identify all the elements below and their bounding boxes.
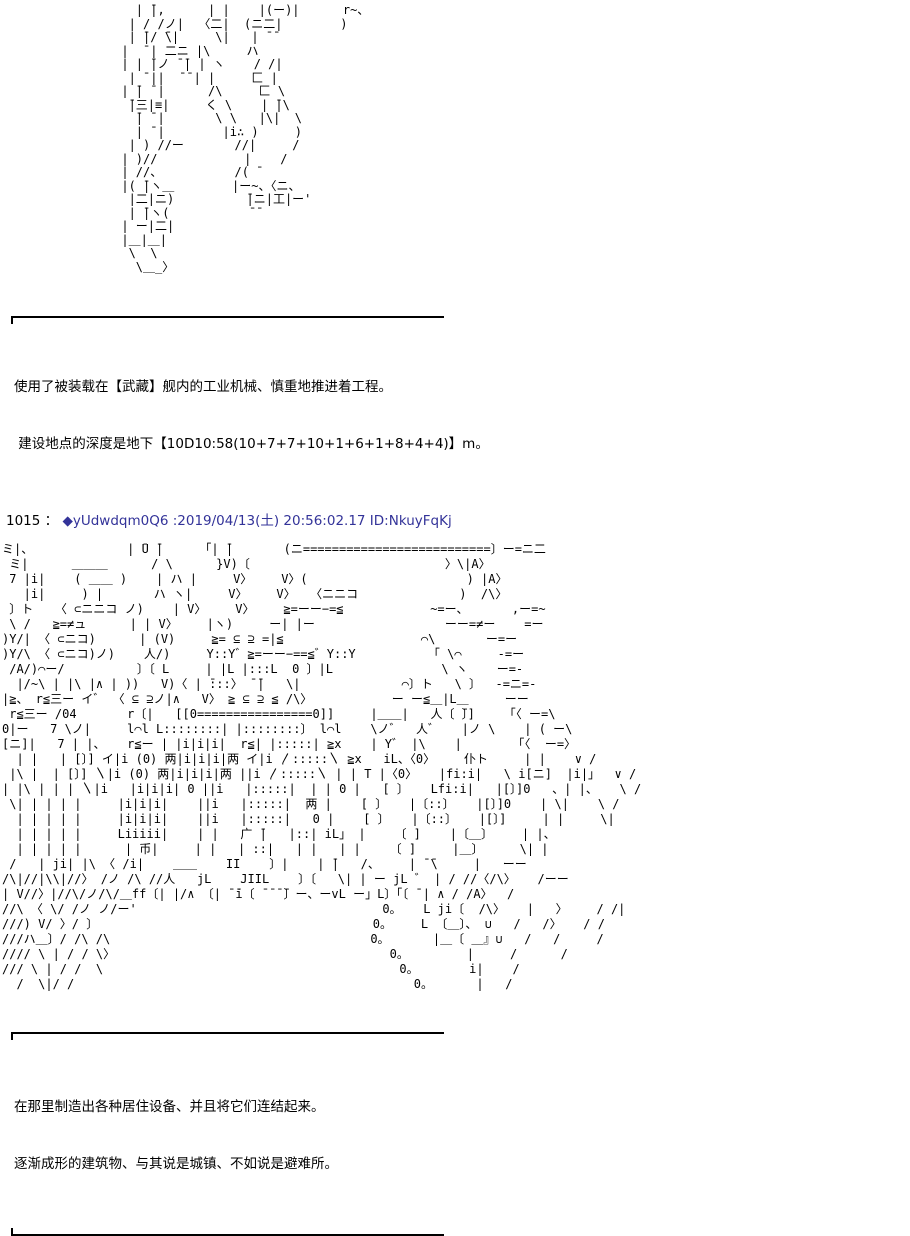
narration-block-2: 在那里制造出各种居住设备、并且将它们连结起来。 逐渐成形的建筑物、与其说是城镇、… (14, 1060, 910, 1212)
post-header: 1015 ： ◆yUdwdqm0Q6 :2019/04/13(土) 20:56:… (6, 512, 910, 530)
post-colon: ： (40, 513, 63, 529)
separator-bottom (11, 1228, 444, 1236)
ascii-art-settlement: ミ|、 | ̄U ̄| 「| ̄| (ニ====================… (2, 542, 642, 991)
narration-line-2: 建设地点的深度是地下【10D10:58(10+7+7+10+1+6+1+8+4+… (14, 436, 489, 452)
narration-block-1: 使用了被装载在【武藏】舰内的工业机械、慎重地推进着工程。 建设地点的深度是地下【… (14, 340, 910, 492)
ascii-art-mecha: | ̄|, | | |(ー)| r~、 | / /ノ| 〈二| (ニ二| ) |… (121, 3, 370, 274)
narration-line-1: 使用了被装载在【武藏】舰内的工业机械、慎重地推进着工程。 (14, 379, 392, 395)
post-number: 1015 (6, 513, 41, 529)
poster-tripcode: ◆yUdwdqm0Q6 (62, 513, 169, 529)
narration-line-2: 逐渐成形的建筑物、与其说是城镇、不如说是避难所。 (14, 1156, 338, 1172)
narration-line-1: 在那里制造出各种居住设备、并且将它们连结起来。 (14, 1099, 325, 1115)
thread-page: | ̄|, | | |(ー)| r~、 | / /ノ| 〈二| (ニ二| ) |… (0, 3, 910, 1236)
separator-top (11, 316, 444, 324)
post-datetime: :2019/04/13(土) 20:56:02.17 (168, 513, 370, 529)
post-id: ID:NkuyFqKj (369, 513, 452, 529)
separator-middle (11, 1032, 444, 1040)
